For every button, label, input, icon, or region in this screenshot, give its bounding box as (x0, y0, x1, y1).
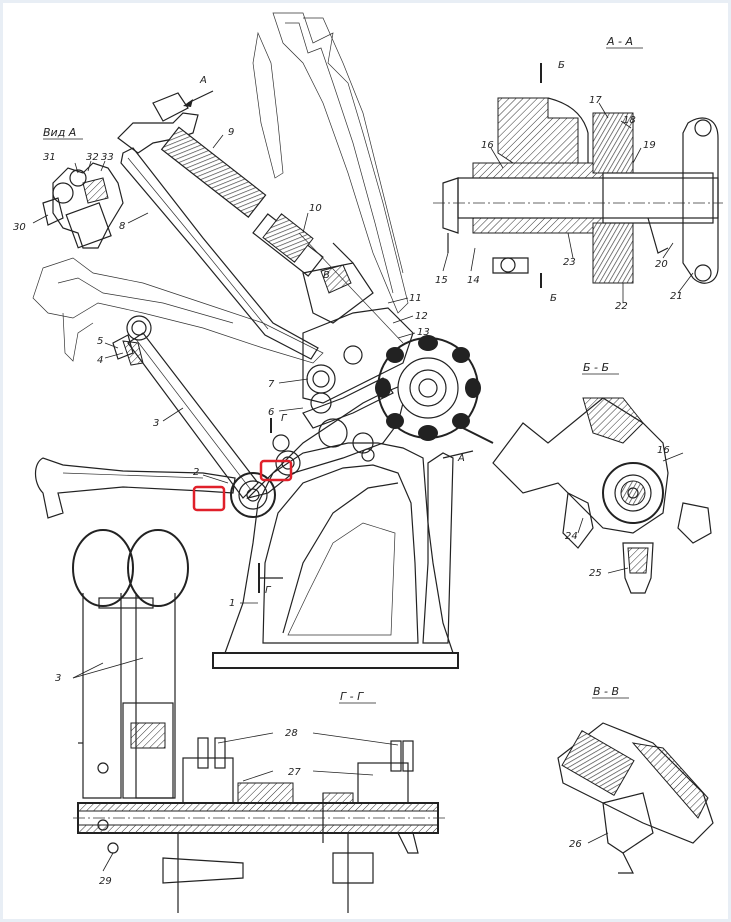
part-8: 8 (119, 221, 125, 232)
part-25: 25 (589, 568, 602, 579)
marker-a: А (199, 75, 207, 86)
marker-a-lower: А (457, 453, 465, 464)
part-5: 5 (97, 336, 103, 347)
part-3-gg: 3 (55, 673, 61, 684)
diagram-canvas: Вид А А - А Б - Б Г - Г В - В А Б Б Г Г … (3, 3, 728, 919)
part-24: 24 (565, 531, 578, 542)
part-callouts: 1 2 3 4 5 6 7 8 9 10 11 12 13 14 15 16 1… (13, 95, 683, 887)
part-22: 22 (615, 301, 628, 312)
part-10: 10 (309, 203, 322, 214)
part-13: 13 (417, 327, 430, 338)
title-vid-a: Вид А (43, 126, 76, 139)
part-16: 16 (481, 140, 494, 151)
main-bracket-1 (212, 382, 459, 669)
part-31: 31 (43, 152, 56, 163)
title-section-gg: Г - Г (340, 690, 364, 703)
part-2: 2 (193, 467, 199, 478)
part-4: 4 (97, 355, 103, 366)
title-section-aa: А - А (606, 35, 633, 48)
marker-v: В (323, 270, 330, 281)
view-a-inset (42, 162, 124, 249)
marker-g-top: Г (281, 413, 288, 424)
technical-drawing: Вид А А - А Б - Б Г - Г В - В А Б Б Г Г … (13, 12, 723, 913)
part-1: 1 (229, 598, 235, 609)
part-17: 17 (589, 95, 602, 106)
main-pivot (192, 434, 301, 518)
marker-b-top: Б (558, 60, 565, 71)
pedal-2 (34, 457, 236, 519)
part-9: 9 (228, 127, 234, 138)
part-18: 18 (623, 115, 636, 126)
marker-g-bottom: Г (265, 585, 272, 596)
part-7: 7 (268, 379, 275, 390)
section-titles: Вид А А - А Б - Б Г - Г В - В А Б Б Г Г … (43, 35, 643, 704)
part-3: 3 (153, 418, 159, 429)
part-6: 6 (268, 407, 274, 418)
title-section-bb: Б - Б (583, 361, 609, 374)
part-26: 26 (569, 839, 582, 850)
leader-lines (32, 102, 694, 872)
title-section-vv: В - В (593, 685, 619, 698)
part-30: 30 (13, 222, 26, 233)
part-15: 15 (435, 275, 448, 286)
spring-unit-9-10 (117, 92, 404, 360)
section-bb (492, 397, 712, 594)
section-gg (72, 529, 448, 913)
hub-mechanism (302, 307, 414, 462)
part-27: 27 (288, 767, 301, 778)
part-32: 32 (86, 152, 99, 163)
part-19: 19 (643, 140, 656, 151)
part-28: 28 (285, 728, 298, 739)
part-29: 29 (99, 876, 112, 887)
section-aa (433, 63, 723, 288)
marker-b-bottom: Б (550, 293, 557, 304)
highlight-box-right (259, 459, 293, 482)
part-33: 33 (101, 152, 114, 163)
highlight-box-left (192, 485, 226, 512)
part-16-bb: 16 (657, 445, 670, 456)
part-21: 21 (670, 291, 683, 302)
part-20: 20 (655, 259, 668, 270)
section-markers (183, 90, 494, 593)
ghost-outlines (32, 12, 409, 364)
part-11: 11 (409, 293, 422, 304)
section-vv (557, 722, 714, 874)
part-12: 12 (415, 311, 428, 322)
pedal-arm-3 (112, 315, 259, 499)
part-14: 14 (467, 275, 480, 286)
part-23: 23 (563, 257, 576, 268)
handwheel (375, 335, 481, 441)
